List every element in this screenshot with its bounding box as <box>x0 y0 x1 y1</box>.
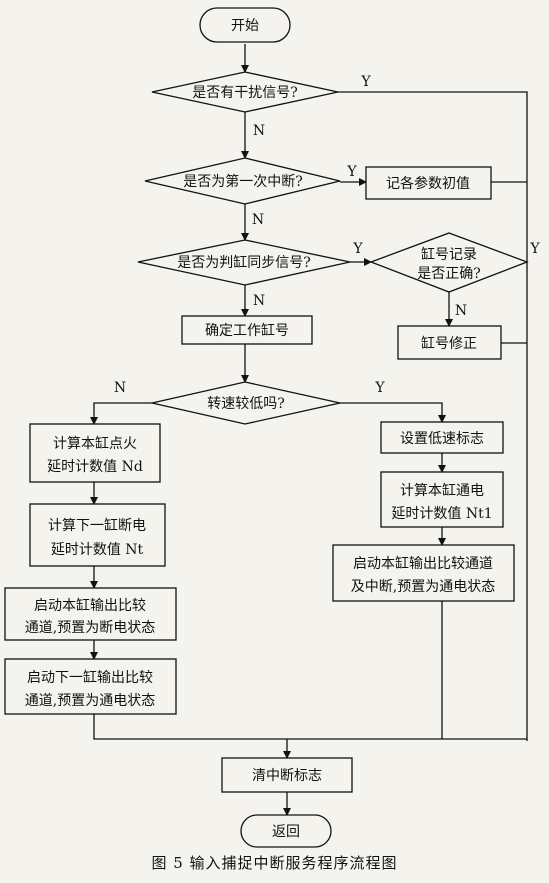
calc-ignition-label-1: 计算本缸点火 <box>53 435 137 452</box>
decision-first-interrupt <box>144 157 341 205</box>
edge-label-q5-no: N <box>114 380 126 396</box>
edge-q5-yes <box>340 402 446 423</box>
process-calc-next-cutoff <box>29 503 166 567</box>
edge-q5-no <box>90 402 152 425</box>
edge-label-q5-yes: Y <box>374 380 385 396</box>
low-speed-label: 转速较低吗? <box>207 396 285 412</box>
start-next-energize-label-1: 启动下一缸输出比较 <box>27 669 153 686</box>
calc-next-cutoff-label-1: 计算下一缸断电 <box>48 517 146 534</box>
record-params-label: 记各参数初值 <box>386 175 470 192</box>
start-this-energize-label-2: 及中断,预置为通电状态 <box>351 579 495 595</box>
decision-interference <box>151 71 339 113</box>
process-start-this-cutoff <box>4 587 177 641</box>
set-low-flag-label: 设置低速标志 <box>400 431 484 447</box>
edge-label-q4-no: N <box>455 303 467 319</box>
start-this-cutoff-label-2: 通道,预置为断电状态 <box>25 620 155 636</box>
edge-label-q2-no: N <box>252 212 264 228</box>
calc-ignition-label-2: 延时计数值 Nd <box>47 459 143 475</box>
decision-cyl-record <box>369 232 529 293</box>
process-record-params <box>365 166 492 200</box>
start-next-energize-label-2: 通道,预置为通电状态 <box>25 693 155 709</box>
return-terminal <box>240 814 332 848</box>
calc-this-energize-label-2: 延时计数值 Nt1 <box>391 506 492 522</box>
start-label: 开始 <box>231 18 259 34</box>
process-set-low-flag <box>380 421 504 454</box>
process-start-next-energize <box>4 658 177 715</box>
first-interrupt-label: 是否为第一次中断? <box>183 173 303 190</box>
process-calc-ignition <box>29 423 161 483</box>
process-start-this-energize <box>332 544 515 602</box>
cyl-record-label-1: 缸号记录 <box>421 246 477 263</box>
decision-sync-signal <box>137 239 351 286</box>
start-this-cutoff-label-1: 启动本缸输出比较 <box>34 597 146 614</box>
edge-label-q4-yes: Y <box>529 241 540 257</box>
edge-label-q3-yes: Y <box>352 241 363 257</box>
return-label: 返回 <box>272 824 300 840</box>
edge-label-q1-no: N <box>253 123 265 139</box>
clear-flag-label: 清中断标志 <box>252 768 322 784</box>
cyl-record-label-2: 是否正确? <box>417 266 481 282</box>
edge-label-q2-yes: Y <box>346 164 357 180</box>
confirm-cyl-label: 确定工作缸号 <box>205 322 289 339</box>
edge-label-q1-yes: Y <box>360 74 371 90</box>
edge-label-q3-no: N <box>253 293 265 309</box>
start-this-energize-label-1: 启动本缸输出比较通道 <box>353 555 493 572</box>
fix-cyl-label: 缸号修正 <box>421 335 477 352</box>
process-calc-this-energize <box>380 471 504 528</box>
calc-next-cutoff-label-2: 延时计数值 Nt <box>51 542 144 558</box>
sync-signal-label: 是否为判缸同步信号? <box>177 254 311 271</box>
edge-left-merge <box>93 714 527 740</box>
calc-this-energize-label-1: 计算本缸通电 <box>400 482 484 499</box>
process-fix-cyl <box>397 325 502 360</box>
figure-caption: 图 5 输入捕捉中断服务程序流程图 <box>151 854 398 872</box>
edge-q1-yes <box>338 91 528 741</box>
decision-low-speed <box>151 381 341 425</box>
process-confirm-cyl <box>181 315 313 345</box>
process-clear-flag <box>221 757 353 793</box>
start-terminal <box>199 7 291 43</box>
interference-label: 是否有干扰信号? <box>192 85 298 101</box>
